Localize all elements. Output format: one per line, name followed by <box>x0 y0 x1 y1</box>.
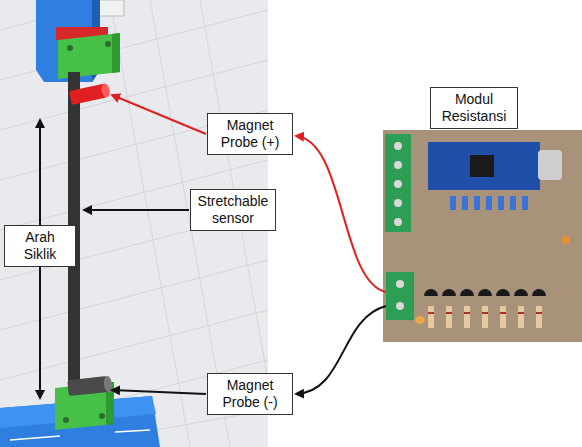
label-text: Arah Siklik <box>10 229 70 263</box>
label-box: Stretchable sensor <box>190 189 276 231</box>
label-box: Magnet Probe (-) <box>207 373 293 415</box>
leader-arrow <box>84 209 189 211</box>
magnet-probe-negative <box>67 376 112 397</box>
wire-arrow <box>296 136 386 292</box>
label-text: Stretchable sensor <box>196 193 270 227</box>
top-bracket <box>36 0 124 82</box>
leader-arrow <box>112 95 206 134</box>
label-box: Arah Siklik <box>4 225 76 267</box>
label-box: Magnet Probe (+) <box>207 113 293 155</box>
leader-arrow <box>112 390 206 394</box>
label-text: Modul Resistansi <box>436 91 512 125</box>
label-box: Modul Resistansi <box>430 87 518 129</box>
magnet-probe-positive <box>69 83 111 105</box>
wire-arrow <box>296 306 386 394</box>
label-text: Magnet Probe (+) <box>213 117 287 151</box>
label-text: Magnet Probe (-) <box>213 377 287 411</box>
module-photo <box>383 130 582 342</box>
